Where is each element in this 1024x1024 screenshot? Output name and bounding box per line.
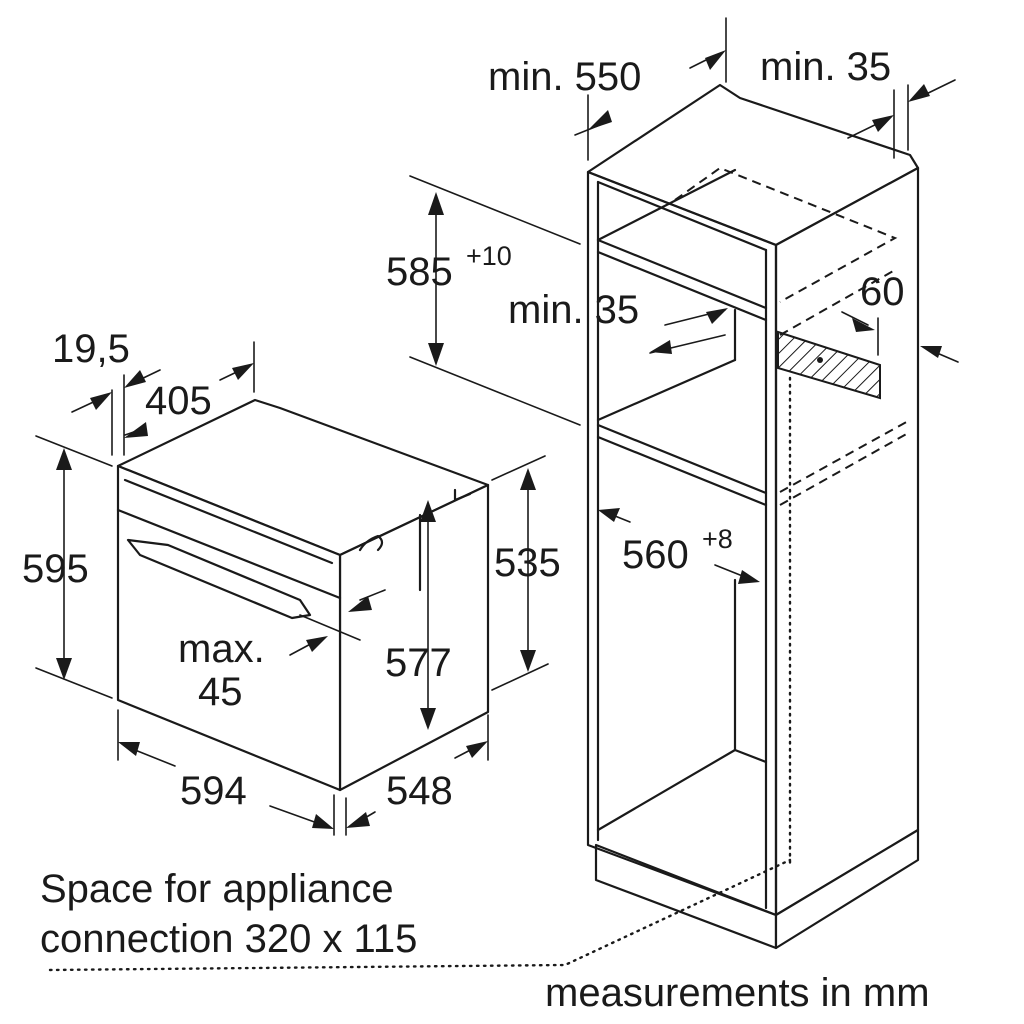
label-panel-thickness: 19,5	[52, 327, 130, 371]
label-oven-height: 595	[22, 547, 89, 591]
dimension-labels: min. 550 min. 35 585 +10 min. 35 60 560 …	[22, 45, 930, 1015]
label-oven-side-height: 535	[494, 541, 561, 585]
label-oven-body-height: 577	[385, 641, 452, 685]
label-oven-width: 594	[180, 769, 247, 813]
label-door-gap-line2: 45	[198, 670, 243, 714]
label-oven-depth-inner: 405	[145, 379, 212, 423]
oven	[116, 398, 490, 792]
label-vent-depth: 60	[860, 270, 905, 314]
dimension-lines	[35, 17, 959, 836]
note-connection-line2: connection 320 x 115	[40, 917, 417, 961]
note-connection-line1: Space for appliance	[40, 867, 394, 911]
label-shelf-gap: min. 35	[508, 288, 639, 332]
label-niche-width: 560	[622, 533, 689, 577]
label-niche-height-tol: +10	[466, 241, 512, 271]
label-door-gap-line1: max.	[178, 627, 265, 671]
note-units: measurements in mm	[545, 971, 930, 1015]
label-niche-height: 585	[386, 250, 453, 294]
tall-cabinet	[48, 83, 920, 972]
label-cabinet-depth: min. 550	[488, 55, 641, 99]
label-oven-body-depth: 548	[386, 769, 453, 813]
label-top-gap: min. 35	[760, 45, 891, 89]
label-niche-width-tol: +8	[702, 524, 733, 554]
